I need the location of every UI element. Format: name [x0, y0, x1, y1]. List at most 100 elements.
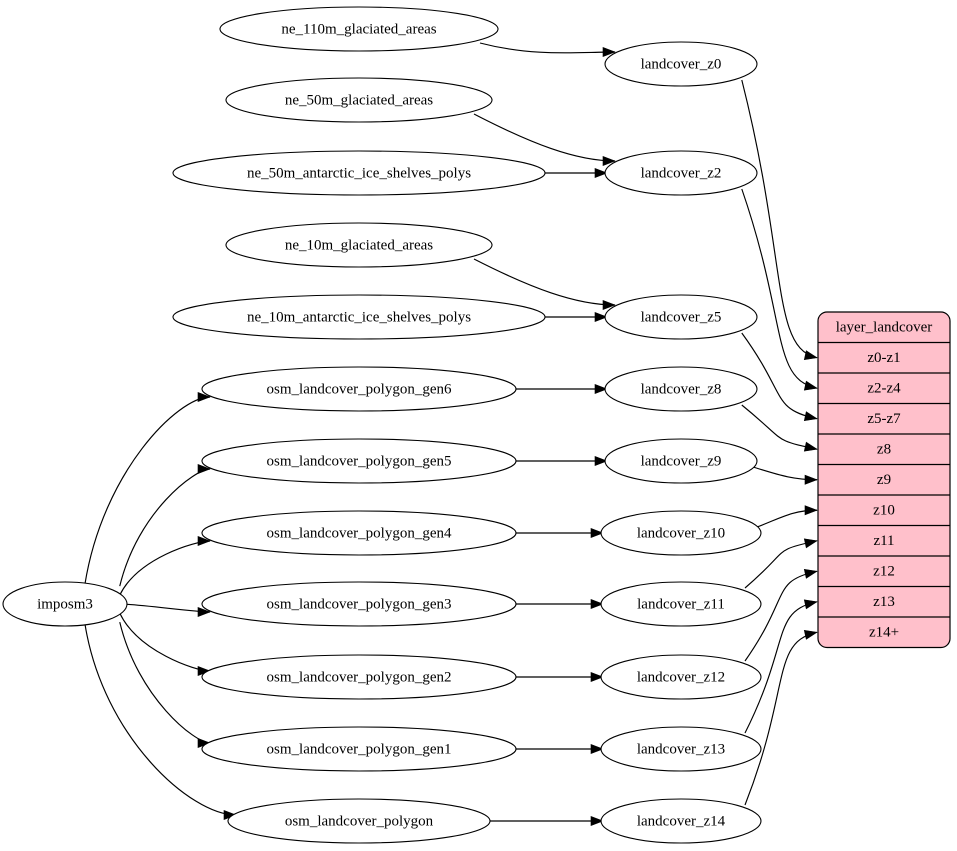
edge-ne_10m_glaciated_areas-to-landcover_z5 [473, 258, 616, 311]
edge-landcover_z14-to-row-z14+ [744, 629, 818, 806]
node-ne_10m_antarctic_ice_shelves_polys[interactable]: ne_10m_antarctic_ice_shelves_polys [172, 294, 546, 340]
edge-landcover_z13-to-row-z13 [744, 599, 818, 734]
edge-imposm3-to-osm_landcover_polygon-path [84, 623, 237, 816]
layer-node-ellipse[interactable] [604, 366, 758, 412]
record-row-z10[interactable]: z10 [873, 503, 895, 519]
node-ne_50m_antarctic_ice_shelves_polys[interactable]: ne_50m_antarctic_ice_shelves_polys [172, 150, 546, 196]
edge-landcover_z11-to-row-z11-path [744, 540, 818, 589]
node-ne_50m_glaciated_areas[interactable]: ne_50m_glaciated_areas [225, 77, 493, 123]
node-label: ne_10m_glaciated_areas [285, 237, 433, 253]
node-osm_landcover_polygon_gen6[interactable]: osm_landcover_polygon_gen6 [201, 366, 517, 412]
record-row-z5-z7[interactable]: z5-z7 [867, 411, 901, 427]
node-ne_110m_glaciated_areas[interactable]: ne_110m_glaciated_areas [219, 6, 499, 52]
node-landcover_z9[interactable]: landcover_z9 [604, 438, 758, 484]
node-landcover_z11[interactable]: landcover_z11 [600, 581, 762, 627]
record-row-z2-z4[interactable]: z2-z4 [867, 381, 901, 397]
record-row-z12[interactable]: z12 [873, 564, 895, 580]
node-landcover_z14[interactable]: landcover_z14 [600, 798, 762, 844]
node-landcover_z5[interactable]: landcover_z5 [604, 294, 758, 340]
input-node-ellipse[interactable] [172, 150, 546, 196]
input-node-ellipse[interactable] [225, 77, 493, 123]
record-row-z8[interactable]: z8 [877, 442, 891, 458]
edge-imposm3-to-osm_landcover_polygon_gen1-path [119, 621, 211, 744]
edge-osm_landcover_polygon_gen6-to-landcover_z8-arrowhead [594, 383, 608, 395]
edge-imposm3-to-osm_landcover_polygon_gen6 [84, 391, 211, 585]
node-label: osm_landcover_polygon_gen1 [267, 741, 452, 757]
node-osm_landcover_polygon_gen5[interactable]: osm_landcover_polygon_gen5 [201, 438, 517, 484]
input-node-ellipse[interactable] [201, 654, 517, 700]
node-ne_10m_glaciated_areas[interactable]: ne_10m_glaciated_areas [225, 222, 493, 268]
edge-landcover_z12-to-row-z12 [744, 568, 818, 662]
record-row-z13[interactable]: z13 [873, 594, 895, 610]
input-node-ellipse[interactable] [201, 726, 517, 772]
input-node-ellipse[interactable] [201, 510, 517, 556]
edge-ne_10m_glaciated_areas-to-landcover_z5-path [473, 258, 616, 306]
record-row-z9[interactable]: z9 [877, 472, 891, 488]
layer-node-ellipse[interactable] [600, 654, 762, 700]
node-label: ne_10m_antarctic_ice_shelves_polys [247, 309, 471, 325]
node-osm_landcover_polygon_gen1[interactable]: osm_landcover_polygon_gen1 [201, 726, 517, 772]
node-label: osm_landcover_polygon_gen2 [267, 669, 452, 685]
edge-imposm3-to-osm_landcover_polygon_gen4-path [119, 540, 211, 596]
node-osm_landcover_polygon_gen3[interactable]: osm_landcover_polygon_gen3 [201, 581, 517, 627]
node-landcover_z0[interactable]: landcover_z0 [604, 41, 758, 87]
input-node-ellipse[interactable] [219, 6, 499, 52]
layer-node-ellipse[interactable] [604, 438, 758, 484]
edge-landcover_z0-to-row-z0-z1-arrowhead [803, 350, 818, 361]
input-node-ellipse[interactable] [225, 222, 493, 268]
layer-node-ellipse[interactable] [604, 150, 758, 196]
edge-landcover_z9-to-row-z9-arrowhead [804, 474, 818, 485]
node-landcover_z8[interactable]: landcover_z8 [604, 366, 758, 412]
node-landcover_z10[interactable]: landcover_z10 [600, 510, 762, 556]
node-label: imposm3 [37, 596, 93, 612]
node-label: landcover_z8 [641, 381, 722, 397]
edge-landcover_z13-to-row-z13-path [744, 601, 818, 734]
edge-ne_10m_antarctic_ice_shelves_polys-to-landcover_z5 [543, 311, 608, 323]
edge-ne_50m_glaciated_areas-to-landcover_z2 [473, 113, 616, 167]
input-node-ellipse[interactable] [227, 798, 491, 844]
input-node-ellipse[interactable] [201, 366, 517, 412]
record-table-body [817, 311, 951, 649]
edge-imposm3-to-osm_landcover_polygon_gen3 [119, 603, 211, 618]
edge-osm_landcover_polygon_gen4-to-landcover_z10-arrowhead [590, 527, 604, 539]
input-node-ellipse[interactable] [172, 294, 546, 340]
node-label: landcover_z14 [637, 813, 726, 829]
layer-node-ellipse[interactable] [600, 798, 762, 844]
record-header-label: layer_landcover [836, 320, 933, 336]
node-label: osm_landcover_polygon_gen4 [267, 525, 452, 541]
edge-landcover_z2-to-row-z2-z4-arrowhead [803, 380, 818, 391]
edge-osm_landcover_polygon_gen5-to-landcover_z9 [514, 455, 608, 467]
edge-ne_110m_glaciated_areas-to-landcover_z0-path [479, 42, 616, 54]
edge-osm_landcover_polygon_gen6-to-landcover_z8 [514, 383, 608, 395]
edge-landcover_z5-to-row-z5-z7-path [741, 332, 818, 420]
layer-node-ellipse[interactable] [604, 294, 758, 340]
edge-osm_landcover_polygon_gen5-to-landcover_z9-arrowhead [594, 455, 608, 467]
node-label: landcover_z0 [641, 56, 722, 72]
source-node-ellipse[interactable] [2, 581, 128, 627]
edge-osm_landcover_polygon-to-landcover_z14-arrowhead [590, 815, 604, 827]
input-node-ellipse[interactable] [201, 438, 517, 484]
input-node-ellipse[interactable] [201, 581, 517, 627]
edge-ne_50m_antarctic_ice_shelves_polys-to-landcover_z2-arrowhead [594, 167, 608, 179]
record-row-z11[interactable]: z11 [873, 533, 894, 549]
node-landcover_z13[interactable]: landcover_z13 [600, 726, 762, 772]
record-row-z14+[interactable]: z14+ [869, 625, 899, 641]
node-osm_landcover_polygon_gen2[interactable]: osm_landcover_polygon_gen2 [201, 654, 517, 700]
edge-landcover_z2-to-row-z2-z4-path [741, 188, 818, 389]
record-row-z0-z1[interactable]: z0-z1 [867, 350, 900, 366]
layer-node-ellipse[interactable] [600, 581, 762, 627]
node-osm_landcover_polygon_gen4[interactable]: osm_landcover_polygon_gen4 [201, 510, 517, 556]
edge-landcover_z10-to-row-z10-arrowhead [804, 505, 818, 516]
edge-osm_landcover_polygon_gen2-to-landcover_z12-arrowhead [590, 671, 604, 683]
layer-node-ellipse[interactable] [604, 41, 758, 87]
edge-ne_110m_glaciated_areas-to-landcover_z0 [479, 42, 616, 58]
edge-osm_landcover_polygon_gen2-to-landcover_z12 [514, 671, 604, 683]
node-label: ne_50m_glaciated_areas [285, 92, 433, 108]
node-landcover_z12[interactable]: landcover_z12 [600, 654, 762, 700]
layer-node-ellipse[interactable] [600, 726, 762, 772]
node-osm_landcover_polygon[interactable]: osm_landcover_polygon [227, 798, 491, 844]
node-landcover_z2[interactable]: landcover_z2 [604, 150, 758, 196]
edge-osm_landcover_polygon_gen4-to-landcover_z10 [514, 527, 604, 539]
layer-node-ellipse[interactable] [600, 510, 762, 556]
node-imposm3[interactable]: imposm3 [2, 581, 128, 627]
